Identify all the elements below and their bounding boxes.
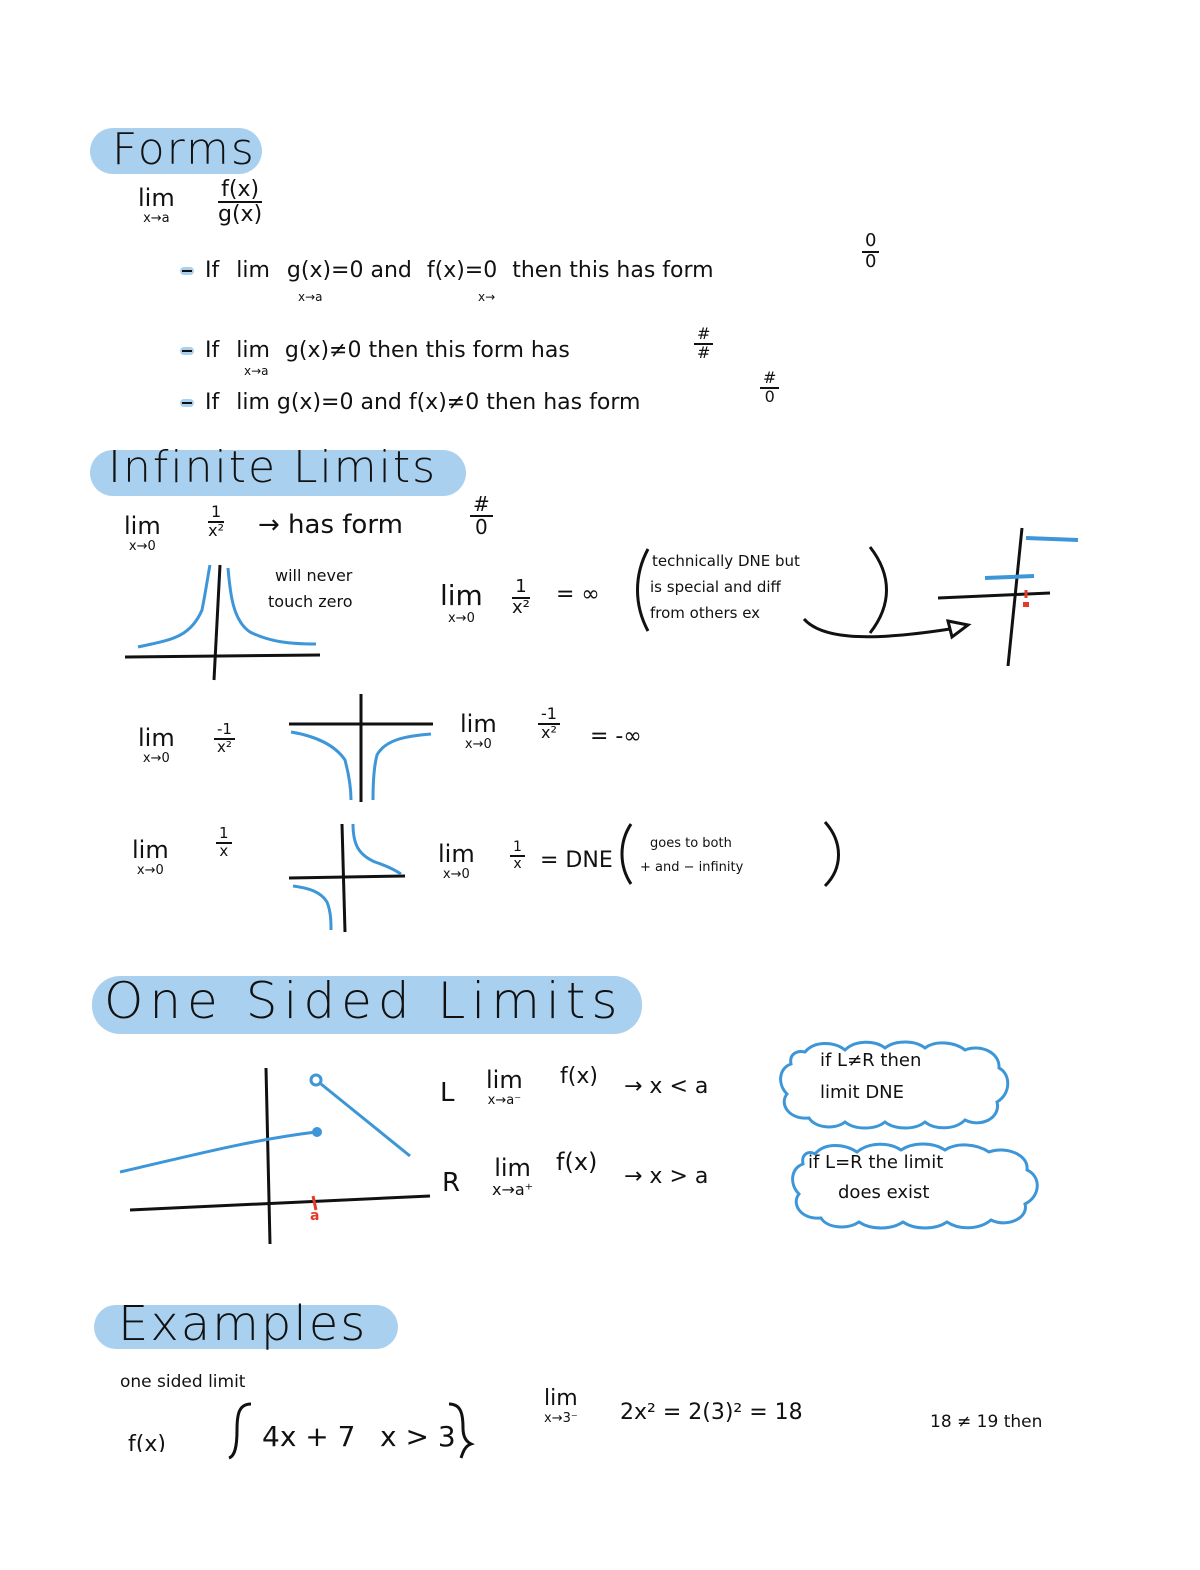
infinite-limits-heading: Infinite Limits	[108, 442, 437, 493]
ex3-aside-parens	[620, 820, 840, 888]
ex2-result: = -∞	[590, 724, 642, 749]
left-brace-icon	[228, 1402, 252, 1460]
ex3-aside-line2: + and − infinity	[640, 860, 744, 875]
cloud-bubble-icon	[791, 1142, 1039, 1230]
ex3-rhs-lim: lim x→0	[438, 840, 475, 882]
right-fx: f(x)	[556, 1148, 598, 1176]
ex2-rhs-lim: lim x→0	[460, 710, 497, 752]
cloud-bubble-icon	[779, 1040, 1010, 1130]
ex3-result: = DNE	[540, 848, 613, 873]
examples-subtitle: one sided limit	[120, 1372, 246, 1392]
piecewise-cond: x > 3	[380, 1420, 456, 1453]
ex1-lim: lim x→0	[440, 579, 483, 626]
ex1-fraction: 1 x²	[512, 576, 530, 618]
forms-rule-1-sub: x→a	[298, 290, 323, 304]
ex1-aside-line1: technically DNE but	[652, 552, 800, 570]
ex2-lim: lim x→0	[138, 724, 175, 766]
graph-one-sided-jump	[119, 1067, 431, 1245]
forms-rule-1-form: 0 0	[862, 231, 880, 272]
ex3-fraction: 1 x	[216, 825, 232, 860]
graph-one-over-x	[288, 823, 406, 933]
ex2-fraction: -1 x²	[214, 721, 235, 756]
graph-piecewise-jump	[937, 527, 1079, 667]
forms-main-fraction: f(x) g(x)	[218, 177, 263, 228]
infinite-limits-heading-highlight	[90, 450, 466, 496]
intro-lim: lim x→0	[124, 512, 161, 554]
graph-note-line2: touch zero	[268, 592, 353, 611]
left-arrow: → x < a	[624, 1074, 709, 1099]
ex3-lim: lim x→0	[132, 836, 169, 878]
ex2-rhs-fraction: -1 x²	[538, 705, 560, 742]
right-arrow: → x > a	[624, 1164, 709, 1189]
graph-one-over-x-squared	[124, 564, 321, 681]
graph-neg-one-over-x-squared	[289, 694, 433, 802]
right-tag: R	[442, 1168, 461, 1198]
forms-rule-1-fsub: x→	[478, 290, 496, 304]
left-lim: lim x→a⁻	[486, 1066, 523, 1108]
ex1-aside-parens	[636, 546, 888, 634]
cloud2-line2: does exist	[838, 1182, 930, 1203]
ex3-aside-line1: goes to both	[650, 836, 732, 851]
bullet-dash-icon	[180, 267, 194, 275]
axis-label-a: a	[310, 1208, 320, 1224]
cloud1-line1: if L≠R then	[820, 1050, 922, 1071]
ex3-rhs-fraction: 1 x	[510, 840, 525, 871]
one-sided-heading-highlight	[92, 976, 642, 1034]
forms-heading-highlight	[90, 128, 262, 174]
arrow-to-graph-icon	[802, 617, 972, 640]
forms-main-lim: lim x→a	[138, 184, 175, 226]
examples-heading-highlight	[94, 1305, 398, 1349]
forms-heading: Forms	[112, 124, 256, 175]
forms-rule-3-form: # 0	[760, 369, 780, 406]
intro-form: # 0	[470, 494, 493, 538]
forms-rule-2-sub: x→a	[244, 364, 269, 378]
one-sided-heading: One Sided Limits	[104, 972, 624, 1030]
calc-lim: lim x→3⁻	[544, 1386, 578, 1426]
compare-note: 18 ≠ 19 then	[930, 1412, 1043, 1432]
right-lim: lim x→a⁺	[492, 1154, 534, 1199]
examples-heading: Examples	[118, 1296, 368, 1352]
forms-rule-2: If lim g(x)≠0 then this form has	[180, 338, 570, 363]
left-tag: L	[440, 1078, 455, 1108]
ex1-result: = ∞	[556, 582, 600, 607]
ex1-aside-line3: from others ex	[650, 604, 761, 622]
ex1-aside-line2: is special and diff	[650, 578, 781, 596]
intro-fraction: 1 x²	[208, 502, 225, 540]
forms-rule-2-form: # #	[694, 325, 714, 362]
graph-note-line1: will never	[275, 566, 353, 585]
piecewise-label: f(x)	[128, 1432, 166, 1452]
bullet-dash-icon	[180, 347, 194, 355]
cloud1-line2: limit DNE	[820, 1082, 905, 1103]
left-fx: f(x)	[560, 1064, 598, 1089]
intro-has-form: → has form	[258, 510, 403, 540]
right-brace-icon	[448, 1402, 475, 1459]
cloud2-line1: if L=R the limit	[808, 1152, 944, 1173]
forms-rule-3: If lim g(x)=0 and f(x)≠0 then has form	[180, 390, 640, 415]
calc-expr: 2x² = 2(3)² = 18	[620, 1400, 803, 1425]
bullet-dash-icon	[180, 399, 194, 407]
piecewise-expr: 4x + 7	[262, 1420, 356, 1453]
forms-rule-1: If lim g(x)=0 and f(x)=0 then this has f…	[180, 258, 714, 283]
